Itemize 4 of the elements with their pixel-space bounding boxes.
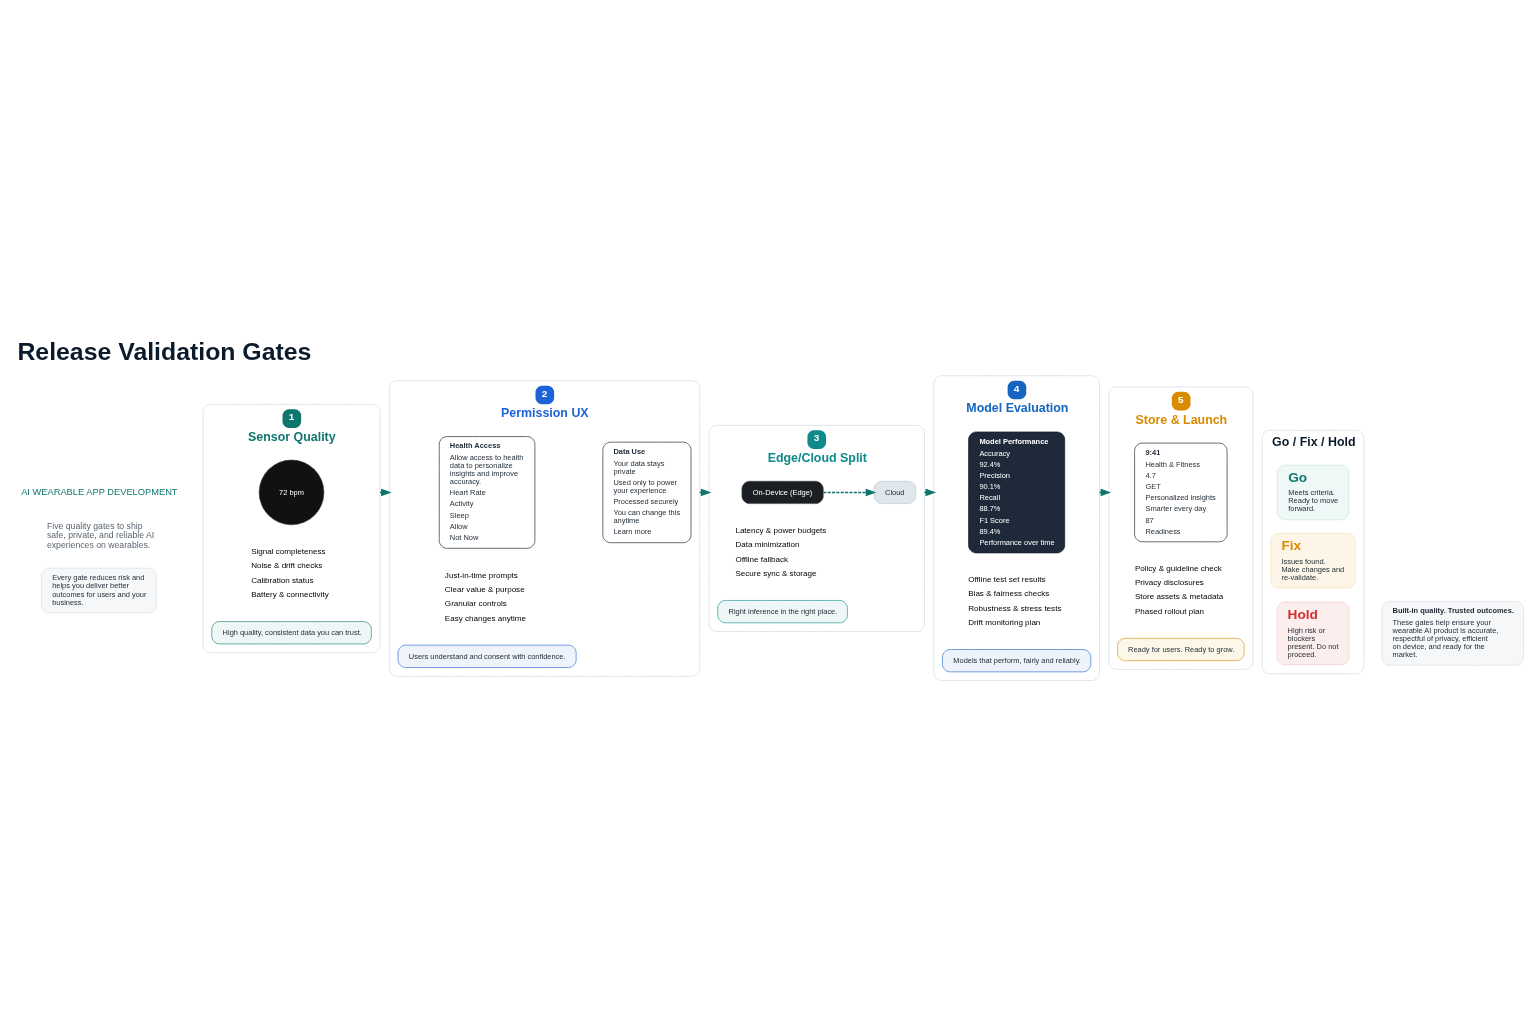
diagram-title: Release Validation Gates [17,338,312,366]
label: AI WEARABLE APP DEVELOPMENT [21,486,178,497]
label: Five quality gates to ship safe, private, and reliable AI experiences on wearables. [46,520,155,550]
arrow [822,488,877,497]
